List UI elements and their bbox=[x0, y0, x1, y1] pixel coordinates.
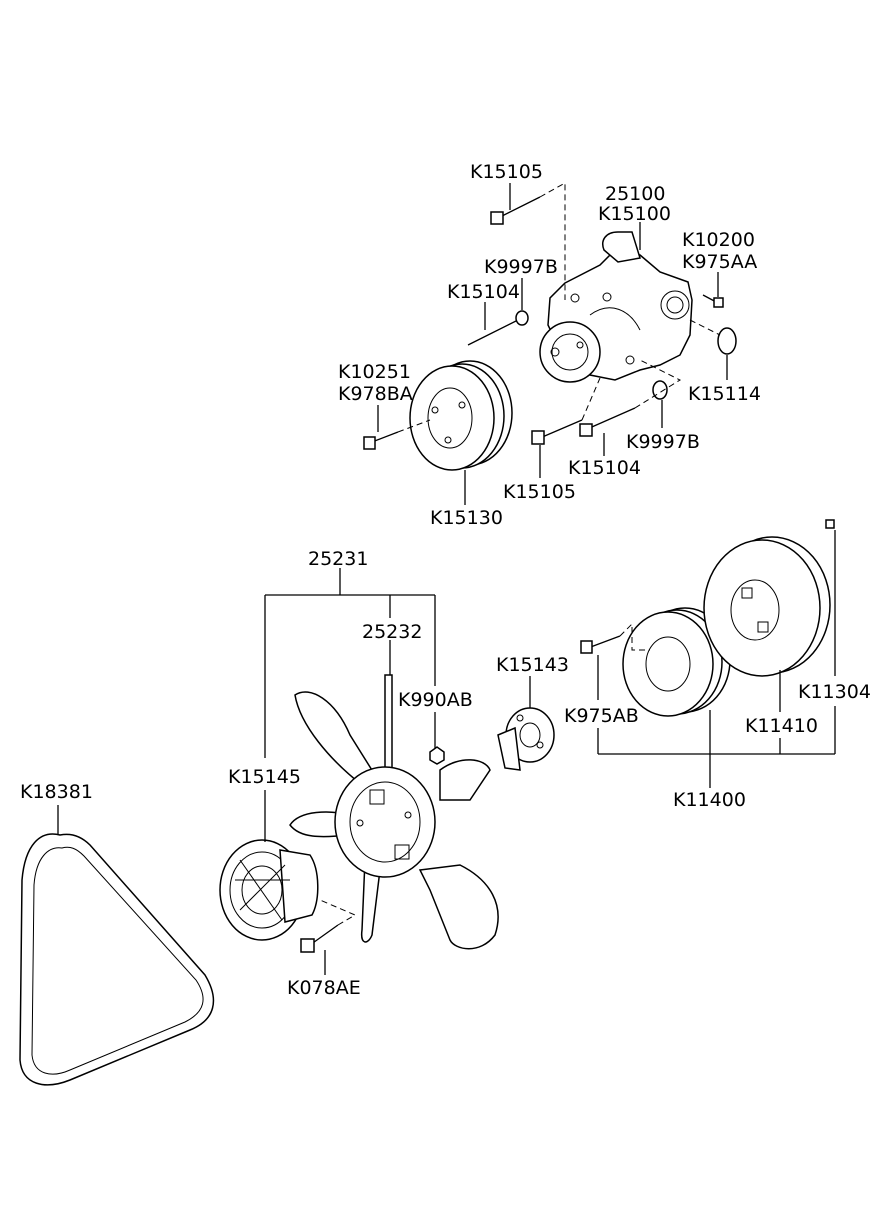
label-k15130: K15130 bbox=[430, 507, 503, 529]
label-25100: 25100 bbox=[605, 183, 665, 205]
fan-blade-assembly bbox=[289, 674, 499, 950]
label-k978ba: K978BA bbox=[338, 383, 413, 405]
fan-nut-k990ab bbox=[429, 746, 445, 765]
label-k990ab: K990AB bbox=[398, 689, 473, 711]
label-k11410: K11410 bbox=[745, 715, 818, 737]
label-k15100: K15100 bbox=[598, 203, 671, 225]
fan-clutch-k15145 bbox=[219, 839, 319, 941]
label-k10200: K10200 bbox=[682, 229, 755, 251]
label-k15114: K15114 bbox=[688, 383, 761, 405]
label-k18381: K18381 bbox=[20, 781, 93, 803]
label-k9997b-top: K9997B bbox=[484, 256, 558, 278]
label-k15145: K15145 bbox=[228, 766, 301, 788]
drive-belt-k18381 bbox=[19, 833, 215, 1086]
label-k15143: K15143 bbox=[496, 654, 569, 676]
label-k15104-top: K15104 bbox=[447, 281, 520, 303]
label-25231: 25231 bbox=[308, 548, 368, 570]
damper-pulley-k11410 bbox=[703, 519, 835, 677]
fan-spacer-k15143 bbox=[497, 707, 555, 771]
crank-pulley-k11400 bbox=[580, 607, 731, 717]
fan-leader-lines bbox=[57, 530, 836, 975]
pump-pulley-k15130 bbox=[409, 360, 513, 471]
label-k10251: K10251 bbox=[338, 361, 411, 383]
fan-bolt-k078ae bbox=[300, 899, 357, 953]
label-k9997b-bottom: K9997B bbox=[626, 431, 700, 453]
label-k11400: K11400 bbox=[673, 789, 746, 811]
pump-guide-lines bbox=[397, 182, 721, 433]
label-k11304: K11304 bbox=[798, 681, 871, 703]
bolts-and-gaskets bbox=[363, 196, 737, 450]
label-k975aa: K975AA bbox=[682, 251, 757, 273]
label-25232: 25232 bbox=[362, 621, 422, 643]
water-pump-assembly bbox=[539, 231, 693, 383]
label-k15104-bottom: K15104 bbox=[568, 457, 641, 479]
label-k078ae: K078AE bbox=[287, 977, 361, 999]
label-k15105-top: K15105 bbox=[470, 161, 543, 183]
label-k15105-bottom: K15105 bbox=[503, 481, 576, 503]
label-k975ab: K975AB bbox=[564, 705, 639, 727]
pump-leader-lines bbox=[377, 183, 728, 505]
